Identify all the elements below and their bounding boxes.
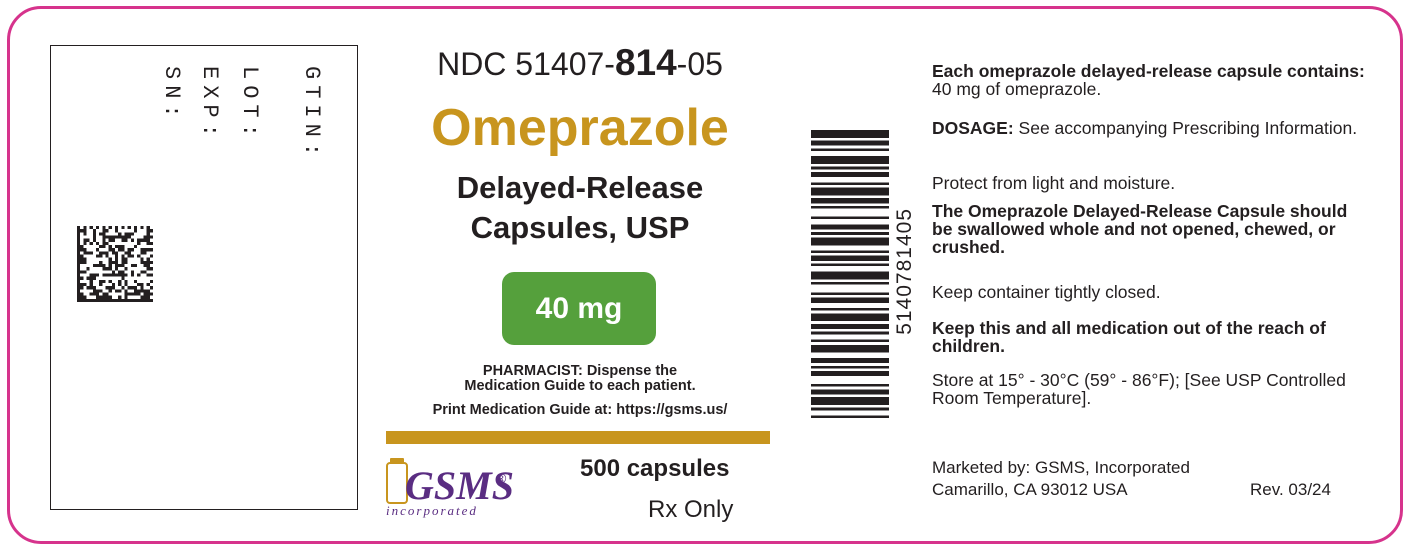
pharmacist-line-2: Medication Guide to each patient. <box>464 378 696 394</box>
dosage-statement: DOSAGE: See accompanying Prescribing Inf… <box>932 119 1372 137</box>
gold-divider <box>386 431 770 444</box>
dosage-form-line-1: Delayed-Release <box>456 170 704 205</box>
dosage-bold: DOSAGE: <box>932 118 1014 138</box>
strength-badge: 40 mg <box>502 272 656 345</box>
marketer-address: Camarillo, CA 93012 USA <box>932 480 1128 499</box>
revision-date: Rev. 03/24 <box>1250 480 1331 499</box>
dosage-rest: See accompanying Prescribing Information… <box>1013 118 1358 138</box>
dosage-form: Delayed-Release Capsules, USP <box>380 168 780 248</box>
ndc-code: NDC 51407-814-05 <box>380 42 780 84</box>
imprint-box: GTIN: LOT: EXP: SN: <box>50 45 358 510</box>
gsms-logo-text: GSMS <box>405 463 514 508</box>
marketed-by: Marketed by: GSMS, Incorporated <box>932 458 1190 477</box>
exp-label: EXP: <box>197 66 222 143</box>
pharmacist-line-1: PHARMACIST: Dispense the <box>482 363 678 379</box>
registered-mark: ® <box>496 470 507 486</box>
ndc-suffix: -05 <box>676 46 723 82</box>
dosage-form-line-2: Capsules, USP <box>470 210 690 245</box>
print-guide-url: Print Medication Guide at: https://gsms.… <box>432 402 728 418</box>
gsms-logo-jar-icon <box>386 458 408 504</box>
gsms-logo-subtext: incorporated <box>386 503 478 518</box>
contains-statement: Each omeprazole delayed-release capsule … <box>932 62 1372 98</box>
data-matrix-code <box>77 226 153 302</box>
contains-bold: Each omeprazole delayed-release capsule … <box>932 61 1365 81</box>
sn-label: SN: <box>159 66 184 124</box>
upc-barcode <box>811 130 889 419</box>
lot-label: LOT: <box>237 66 262 143</box>
swallow-warning: The Omeprazole Delayed-Release Capsule s… <box>932 201 1348 257</box>
ndc-product: 814 <box>614 42 677 83</box>
label-frame <box>7 6 1403 544</box>
barcode-number: 5140781405 <box>893 208 916 335</box>
gtin-label: GTIN: <box>299 66 324 163</box>
children-warning: Keep this and all medication out of the … <box>932 318 1326 356</box>
keep-closed-statement: Keep container tightly closed. <box>932 282 1161 302</box>
capsule-count: 500 capsules <box>580 455 730 482</box>
storage-statement: Store at 15° - 30°C (59° - 86°F); [See U… <box>932 370 1346 408</box>
rx-only: Rx Only <box>648 496 734 523</box>
contains-rest: 40 mg of omeprazole. <box>932 79 1102 99</box>
ndc-prefix: NDC 51407- <box>437 46 615 82</box>
protect-statement: Protect from light and moisture. <box>932 173 1176 193</box>
drug-name: Omeprazole <box>431 99 729 157</box>
pharmacist-note: PHARMACIST: Dispense the Medication Guid… <box>380 364 780 394</box>
